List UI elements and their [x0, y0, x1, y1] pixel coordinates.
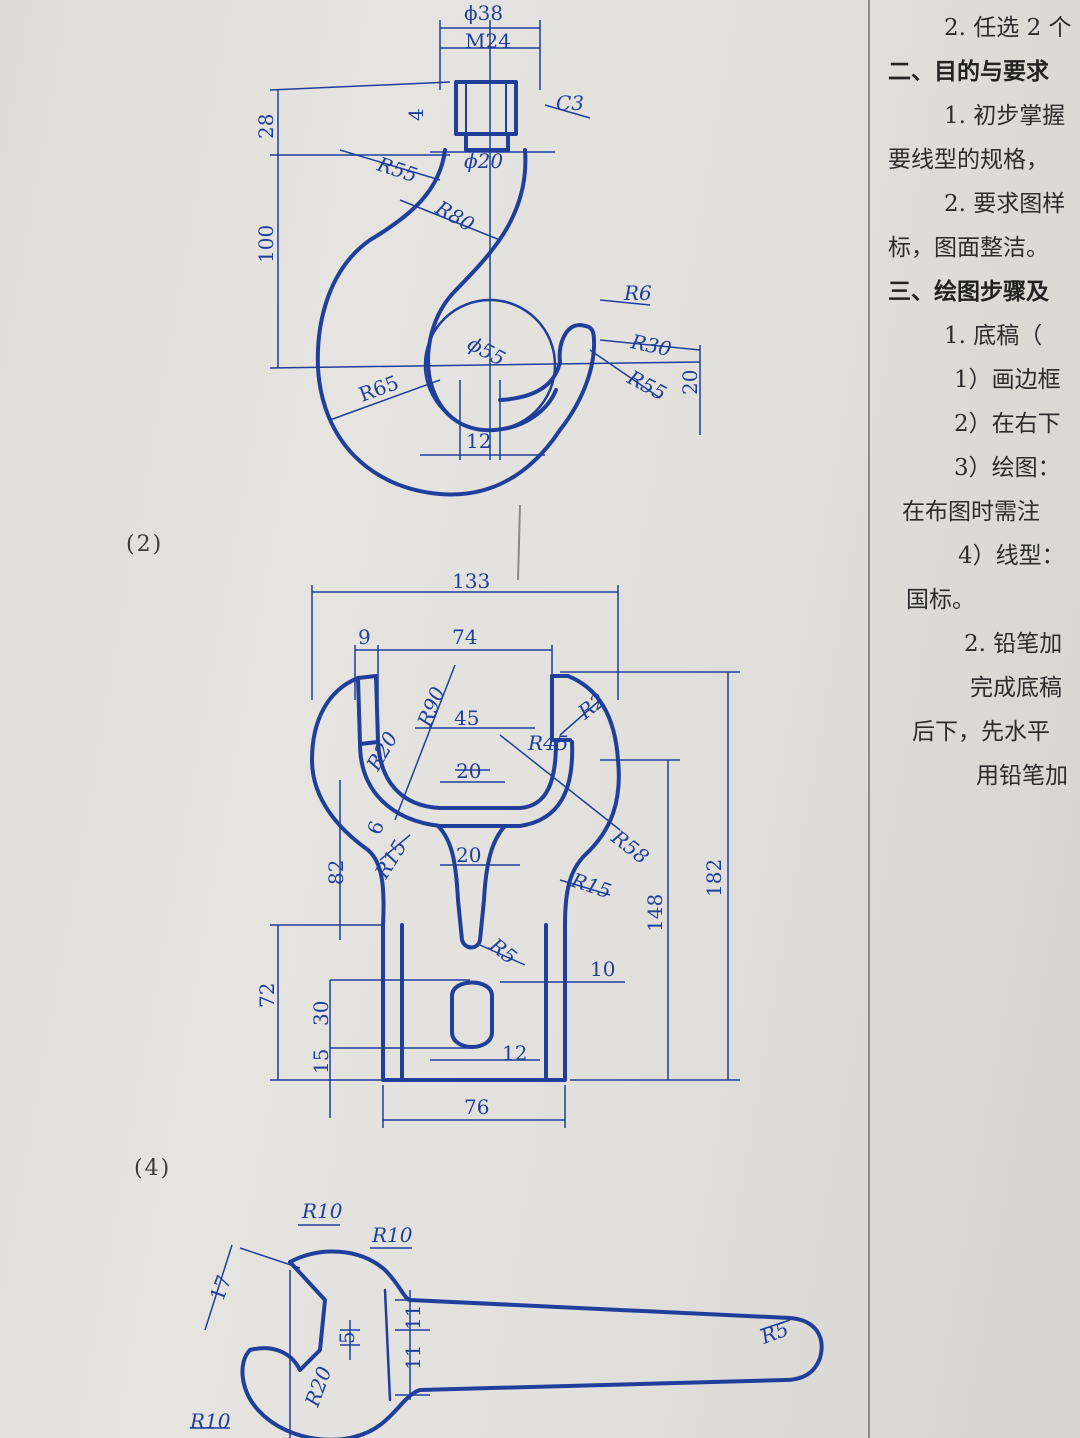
dim-r6: R6 — [623, 281, 652, 305]
dim-12-slot: 12 — [502, 1041, 527, 1065]
dim-28: 28 — [254, 114, 278, 139]
dim-r45: R45 — [527, 731, 569, 755]
section-heading-steps: 三、绘图步骤及 — [888, 278, 1049, 305]
dim-30: 30 — [309, 1001, 333, 1026]
dim-72: 72 — [255, 983, 279, 1008]
instruction-line: 1. 底稿（ — [944, 323, 1043, 349]
dim-r10-bot: R10 — [189, 1409, 231, 1433]
fork-right-tip — [550, 674, 572, 742]
dim-r90: R90 — [412, 683, 450, 731]
instruction-line: 3）绘图： — [954, 455, 1061, 481]
instructions-column: 2. 任选 2 个 二、目的与要求 1. 初步掌握 要线型的规格， 2. 要求图… — [884, 0, 1080, 1438]
dim-5: 5 — [335, 1331, 359, 1344]
instruction-line: 完成底稿 — [970, 675, 1062, 701]
dim-9: 9 — [358, 625, 371, 649]
dim-r10-top: R10 — [301, 1199, 343, 1223]
fork-inner-outer-curve — [358, 740, 575, 828]
instruction-line: 要线型的规格， — [888, 147, 1049, 173]
dim-r58: R58 — [606, 824, 653, 868]
dim-6: 6 — [362, 818, 389, 838]
technical-drawings: ϕ38 M24 C3 28 4 R55 ϕ20 R80 100 R6 ϕ55 R… — [189, 1, 824, 1438]
dim-11-top: 11 — [401, 1305, 425, 1330]
instruction-line: 国标。 — [906, 587, 975, 613]
dim-17: 17 — [205, 1272, 236, 1304]
instruction-line: 2. 要求图样 — [944, 191, 1066, 217]
dim-phi20: ϕ20 — [464, 149, 503, 173]
dim-r55-top: R55 — [374, 152, 421, 188]
instruction-line: 后下，先水平 — [912, 719, 1050, 745]
dim-r20-wrench: R20 — [300, 1363, 337, 1410]
dim-76: 76 — [464, 1095, 489, 1119]
fork-tongue — [436, 824, 507, 950]
instruction-line: 2）在右下 — [954, 411, 1061, 437]
instruction-line: 用铅笔加 — [976, 763, 1068, 789]
dim-82: 82 — [324, 860, 348, 885]
fork-inner-inner-curve — [376, 740, 558, 810]
section-heading-goals: 二、目的与要求 — [888, 58, 1049, 85]
instruction-line: 2. 铅笔加 — [964, 631, 1063, 657]
dim-r15-right: R15 — [568, 868, 615, 904]
dim-r55-right: R55 — [623, 365, 671, 406]
hook-shank-top — [454, 80, 518, 136]
dimension-lines — [190, 20, 791, 1438]
dim-11-bot: 11 — [401, 1345, 425, 1370]
dim-c3: C3 — [556, 91, 584, 115]
dim-r10-mid: R10 — [371, 1223, 413, 1247]
instruction-line: 2. 任选 2 个 — [944, 15, 1072, 41]
wrench-figure — [240, 1249, 824, 1438]
dim-182: 182 — [702, 859, 726, 897]
hook-figure — [315, 80, 597, 497]
dim-100: 100 — [254, 225, 278, 263]
dim-m24: M24 — [465, 29, 511, 53]
column-divider — [868, 0, 870, 1438]
wrench-outline — [240, 1249, 824, 1438]
dim-r30: R30 — [628, 329, 674, 361]
dim-12: 12 — [466, 429, 491, 453]
dim-r65: R65 — [356, 370, 402, 406]
fork-legs — [400, 923, 548, 1082]
dim-148: 148 — [643, 894, 667, 932]
dim-r5: R5 — [484, 932, 521, 969]
hook-inner-profile — [426, 148, 558, 433]
instruction-line: 1）画边框 — [954, 367, 1061, 393]
part-label-2: (2) — [126, 532, 164, 557]
dim-20-mid: 20 — [456, 843, 481, 867]
hook-outer-profile — [315, 148, 597, 497]
instruction-line: 在布图时需注 — [902, 499, 1040, 525]
wrench-jaw — [248, 1260, 327, 1372]
dim-20-top: 20 — [456, 759, 481, 783]
hook-neck — [464, 132, 510, 152]
dim-74: 74 — [452, 625, 477, 649]
part-label-4: (4) — [134, 1156, 172, 1181]
dim-phi38: ϕ38 — [464, 1, 503, 25]
fork-slot — [450, 980, 494, 1049]
dim-15: 15 — [309, 1049, 333, 1074]
instruction-line: 4）线型： — [958, 543, 1065, 569]
dim-20: 20 — [678, 370, 702, 395]
fork-left-tip — [356, 674, 380, 746]
instruction-line: 1. 初步掌握 — [944, 103, 1066, 129]
dim-4: 4 — [404, 108, 428, 121]
dim-r15-left: R15 — [369, 836, 411, 884]
dim-r20: R20 — [361, 727, 403, 775]
instruction-line: 标，图面整洁。 — [888, 235, 1049, 261]
dim-r80: R80 — [431, 195, 479, 237]
dim-133: 133 — [452, 569, 490, 593]
dim-10: 10 — [590, 957, 615, 981]
dim-45: 45 — [454, 706, 479, 730]
